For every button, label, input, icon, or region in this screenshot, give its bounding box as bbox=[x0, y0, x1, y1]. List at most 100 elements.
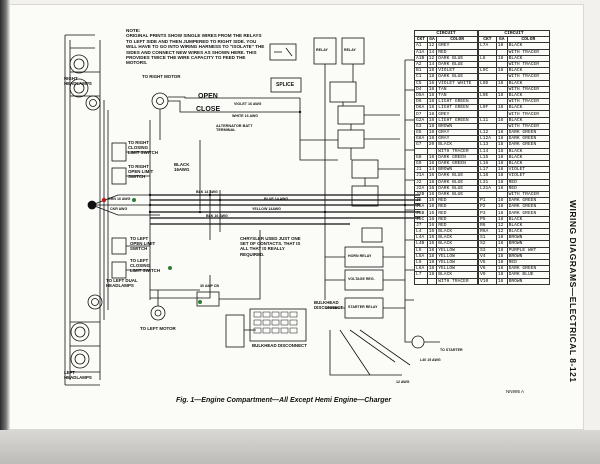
center-riser bbox=[209, 190, 221, 240]
label-splice: SPLICE bbox=[276, 82, 295, 88]
label-ckr-awg: CKR AWG bbox=[110, 207, 128, 211]
left-inner-lamp bbox=[87, 294, 103, 310]
right-inner-lamp bbox=[85, 95, 101, 111]
label-black-16awg: BLACK 16AWG bbox=[174, 162, 190, 172]
label-starter-relay: STARTER RELAY bbox=[348, 305, 378, 309]
main-cable-run bbox=[150, 194, 420, 225]
label-bulkhead-disconnect: BULKHEAD DISCONNECT bbox=[252, 343, 307, 348]
gauge-cell: 18 bbox=[495, 277, 508, 285]
note-heading: NOTE: bbox=[126, 28, 141, 33]
label-chrysler-used: CHRYSLER USED JUST ONE SET OF CONTACTS. … bbox=[240, 236, 301, 257]
side-header-text: WIRING DIAGRAMS—ELECTRICAL 8-121 bbox=[568, 200, 578, 383]
label-close: CLOSE bbox=[196, 106, 221, 113]
color-cell: WITH TRACER bbox=[436, 277, 478, 285]
relay-mid-c bbox=[337, 129, 365, 149]
label-relay-b: RELAY bbox=[344, 48, 356, 52]
starter-wiring bbox=[329, 329, 440, 376]
right-motor bbox=[151, 92, 169, 110]
left-closing-limit-switch bbox=[111, 261, 127, 279]
relay-mid-b bbox=[337, 105, 365, 125]
label-violet-16-awg: VIOLET 16 AWG bbox=[234, 102, 262, 106]
label-to-right-closing-limit: TO RIGHT CLOSING LIMIT SWITCH bbox=[128, 140, 158, 155]
scan-bottom-band bbox=[0, 430, 600, 464]
label-to-starter: TO STARTER bbox=[440, 348, 463, 352]
regulator-leads bbox=[325, 256, 405, 309]
side-header: WIRING DIAGRAMS—ELECTRICAL 8-121 bbox=[560, 200, 600, 383]
label-relay-a: RELAY bbox=[316, 48, 328, 52]
junction-symbol-marks bbox=[274, 47, 293, 57]
table-leader-lines bbox=[405, 59, 414, 301]
label-blue-14-awg: BLUE 14 AWG bbox=[264, 197, 289, 201]
note-block: NOTE: ORIGINAL PRINTS SHOW SINGLE WIRES … bbox=[126, 28, 312, 66]
label-yellow-14awg: YELLOW 14AWG bbox=[252, 207, 281, 211]
headlamp-feed-lines bbox=[65, 34, 100, 386]
label-open: OPEN bbox=[198, 93, 218, 100]
label-voltage-reg: VOLTAGE REG. bbox=[348, 277, 375, 281]
label-12-awg: 12 AWG bbox=[396, 380, 410, 384]
left-open-limit-switch bbox=[111, 237, 127, 255]
note-line: MOTORS. bbox=[126, 60, 148, 66]
circuit-code-cell bbox=[414, 277, 428, 285]
left-harness-bus bbox=[64, 35, 109, 385]
left-relay-feed bbox=[150, 275, 211, 299]
label-right-headlamps: RIGHT HEADLAMPS bbox=[64, 76, 92, 86]
green-indicator-dot bbox=[132, 198, 136, 202]
label-to-left-closing-limit: TO LEFT CLOSING LIMIT SWITCH bbox=[130, 258, 160, 273]
note-line: PROVIDES TWICE THE WIRE CAPACITY TO FEED… bbox=[126, 55, 246, 61]
figure-number: NN995 A bbox=[506, 389, 525, 394]
label-horn-relay: HORN RELAY bbox=[348, 254, 372, 258]
label-to-left-dual-headlamps: TO LEFT DUAL HEADLAMPS bbox=[106, 278, 138, 288]
left-motor bbox=[150, 305, 166, 321]
label-bulkhead-disconnect-2: BULKHEAD DISCONNECT bbox=[314, 300, 344, 310]
label-to-right-motor: TO RIGHT MOTOR bbox=[142, 74, 181, 79]
left-headlamp-upper bbox=[70, 322, 90, 342]
motor-open-close-feed bbox=[168, 96, 300, 113]
bulkhead-pins bbox=[253, 311, 298, 334]
relay-interconnects bbox=[324, 64, 366, 300]
label-to-left-motor: TO LEFT MOTOR bbox=[140, 326, 176, 331]
limit-switch-leads bbox=[126, 151, 150, 271]
label-to-right-open-limit: TO RIGHT OPEN LIMIT SWITCH bbox=[128, 164, 154, 179]
right-open-limit-switch bbox=[111, 167, 127, 185]
left-headlamp-lower bbox=[70, 349, 90, 369]
label-white-16-awg: WHITE 16 AWG bbox=[232, 114, 259, 118]
label-blk-14-awg: BLK 14 AWG bbox=[196, 190, 218, 194]
relay-output-lines bbox=[299, 60, 406, 330]
ammeter-gauge bbox=[411, 335, 425, 349]
fuse-block bbox=[225, 314, 245, 348]
right-closing-limit-switch bbox=[111, 142, 127, 162]
label-blk-16awg: BLK 16 AWG bbox=[206, 214, 228, 218]
note-line: ORIGINAL PRINTS SHOW SINGLE WIRES FROM T… bbox=[126, 33, 262, 39]
terminal-dots bbox=[148, 110, 407, 214]
note-line: SIDES AND CONNECT NEW WIRES AS SHOWN HER… bbox=[126, 49, 257, 55]
splice-box bbox=[270, 77, 302, 93]
relay-mid-d bbox=[351, 159, 379, 179]
relay-mid-e bbox=[351, 185, 379, 207]
green-indicator-dot-left bbox=[168, 266, 172, 270]
right-headlamp-upper bbox=[69, 54, 89, 74]
ground-leads bbox=[91, 194, 160, 216]
color-cell: BROWN bbox=[506, 277, 551, 285]
label-l40-19-awg: L40 19 AWG bbox=[420, 358, 441, 362]
note-line: WILL HAVE TO GO INTO WIRING HARNESS TO "… bbox=[126, 44, 265, 50]
label-left-headlamps: LEFT HEADLAMPS bbox=[64, 370, 92, 380]
relay-mid bbox=[329, 81, 357, 103]
junction-symbol bbox=[269, 43, 297, 61]
figure-caption: Fig. 1—Engine Compartment—All Except Hem… bbox=[176, 397, 392, 404]
gauge-cell bbox=[426, 277, 438, 285]
table-row: WITH TRACER bbox=[414, 277, 478, 285]
note-line: TO LEFT SIDE AND THEN JUMPERED TO RIGHT … bbox=[126, 38, 257, 44]
green-indicator-dot-cb bbox=[198, 300, 202, 304]
circuit-code-cell: V10 bbox=[478, 277, 497, 285]
motor-vertical-leads bbox=[149, 109, 201, 306]
small-relay-box bbox=[361, 227, 383, 243]
